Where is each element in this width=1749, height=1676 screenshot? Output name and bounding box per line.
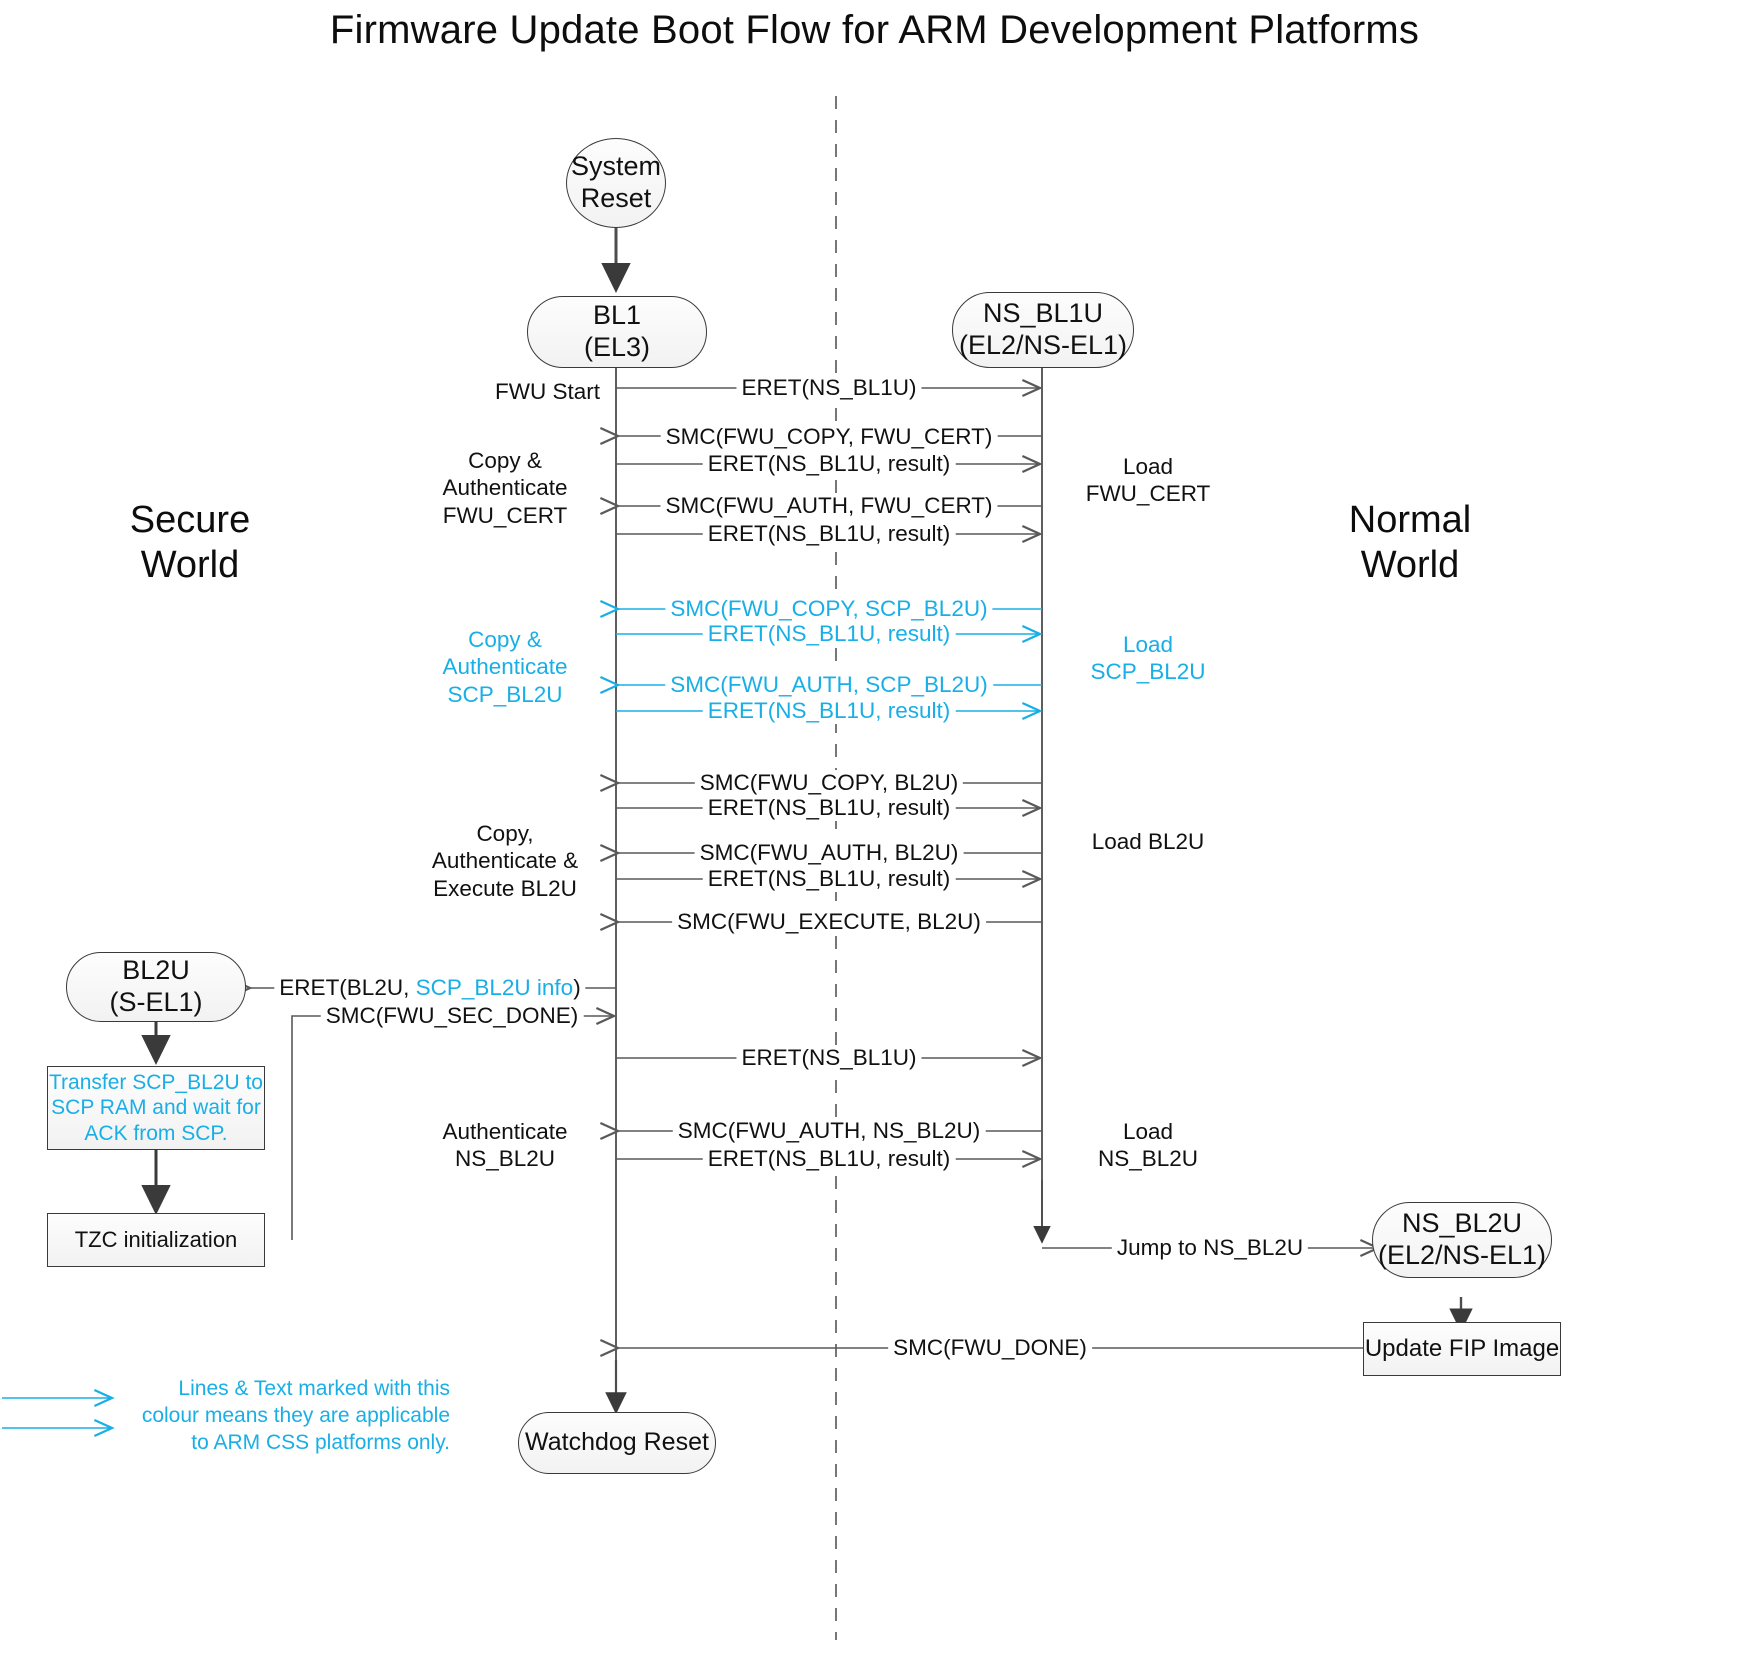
node-ns-bl2u-line1: NS_BL2U xyxy=(1401,1208,1523,1239)
message-label-m20: Jump to NS_BL2U xyxy=(1111,1235,1309,1261)
message-m15-part3: ) xyxy=(573,975,581,1000)
node-ns-bl2u-line2: (EL2/NS-EL1) xyxy=(1377,1240,1547,1270)
node-ns-bl1u-line2: (EL2/NS-EL1) xyxy=(958,330,1128,360)
message-m15-part2: SCP_BL2U info xyxy=(415,975,574,1000)
message-label-m12: SMC(FWU_AUTH, BL2U) xyxy=(694,840,964,866)
message-m15-part1: ERET(BL2U, xyxy=(279,975,416,1000)
message-label-m1: ERET(NS_BL1U) xyxy=(736,375,922,401)
node-transfer-scp-bl2u[interactable]: Transfer SCP_BL2U to SCP RAM and wait fo… xyxy=(47,1066,265,1150)
message-label-m7: ERET(NS_BL1U, result) xyxy=(702,621,956,647)
message-label-m14: SMC(FWU_EXECUTE, BL2U) xyxy=(672,909,986,935)
node-ns-bl1u-line1: NS_BL1U xyxy=(982,298,1104,329)
message-label-m5: ERET(NS_BL1U, result) xyxy=(702,521,956,547)
left-label-authenticate-ns-bl2u: Authenticate NS_BL2U xyxy=(442,1119,568,1172)
node-system-reset-line1: System xyxy=(570,151,662,182)
node-bl2u[interactable]: BL2U (S-EL1) xyxy=(66,952,246,1022)
message-label-m16: SMC(FWU_SEC_DONE) xyxy=(320,1003,584,1029)
node-ns-bl1u[interactable]: NS_BL1U (EL2/NS-EL1) xyxy=(952,292,1134,368)
message-label-m17: ERET(NS_BL1U) xyxy=(736,1045,922,1071)
message-label-m19: ERET(NS_BL1U, result) xyxy=(702,1146,956,1172)
node-update-fip-image[interactable]: Update FIP Image xyxy=(1363,1322,1561,1376)
message-label-m18: SMC(FWU_AUTH, NS_BL2U) xyxy=(672,1118,986,1144)
left-label-fwu-start: FWU Start xyxy=(495,379,600,404)
node-ns-bl2u[interactable]: NS_BL2U (EL2/NS-EL1) xyxy=(1372,1202,1552,1278)
page-title: Firmware Update Boot Flow for ARM Develo… xyxy=(329,8,1420,52)
message-label-m3: ERET(NS_BL1U, result) xyxy=(702,451,956,477)
message-label-m2: SMC(FWU_COPY, FWU_CERT) xyxy=(660,424,998,450)
right-label-load-fwu-cert: Load FWU_CERT xyxy=(1085,454,1211,507)
message-label-m4: SMC(FWU_AUTH, FWU_CERT) xyxy=(660,493,998,519)
message-label-m8: SMC(FWU_AUTH, SCP_BL2U) xyxy=(665,672,993,698)
node-bl1-line2: (EL3) xyxy=(583,332,651,362)
node-system-reset-line2: Reset xyxy=(580,183,652,213)
right-label-load-bl2u: Load BL2U xyxy=(1091,829,1205,854)
message-label-m13: ERET(NS_BL1U, result) xyxy=(702,866,956,892)
left-label-copy-auth-fwu-cert: Copy & Authenticate FWU_CERT xyxy=(442,448,568,528)
message-label-m11: ERET(NS_BL1U, result) xyxy=(702,795,956,821)
secure-world-label: Secure World xyxy=(129,499,251,586)
node-tzc-initialization[interactable]: TZC initialization xyxy=(47,1213,265,1267)
node-bl1[interactable]: BL1 (EL3) xyxy=(527,296,707,368)
node-system-reset[interactable]: System Reset xyxy=(566,138,666,228)
message-label-m21: SMC(FWU_DONE) xyxy=(888,1335,1092,1361)
message-label-m6: SMC(FWU_COPY, SCP_BL2U) xyxy=(665,596,993,622)
left-label-copy-auth-scp-bl2u: Copy & Authenticate SCP_BL2U xyxy=(442,627,568,707)
node-watchdog-reset[interactable]: Watchdog Reset xyxy=(518,1412,716,1474)
message-label-m10: SMC(FWU_COPY, BL2U) xyxy=(694,770,964,796)
right-label-load-ns-bl2u: Load NS_BL2U xyxy=(1097,1119,1199,1172)
normal-world-label: Normal World xyxy=(1348,499,1472,586)
legend-note: Lines & Text marked with this colour mea… xyxy=(141,1377,450,1454)
node-bl2u-line2: (S-EL1) xyxy=(109,987,203,1017)
node-bl2u-line1: BL2U xyxy=(122,955,190,986)
message-label-m15: ERET(BL2U, SCP_BL2U info) xyxy=(274,975,586,1001)
right-label-load-scp-bl2u: Load SCP_BL2U xyxy=(1090,632,1206,685)
node-bl1-line1: BL1 xyxy=(592,300,642,331)
left-label-copy-auth-exec-bl2u: Copy, Authenticate & Execute BL2U xyxy=(431,821,579,901)
message-label-m9: ERET(NS_BL1U, result) xyxy=(702,698,956,724)
